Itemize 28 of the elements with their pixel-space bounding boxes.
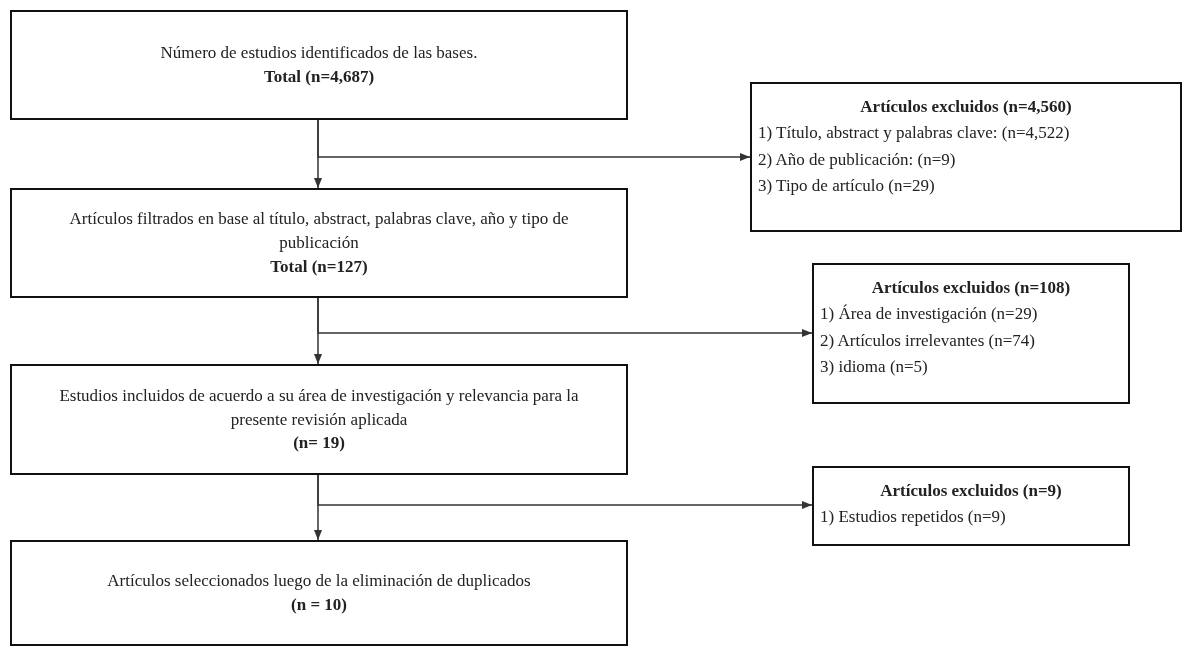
box-text: Artículos seleccionados luego de la eliminación de duplicados [107, 570, 531, 593]
exclusion-item: 3) Tipo de artículo (n=29) [758, 175, 936, 198]
exclusion-item: 1) Área de investigación (n=29) [820, 303, 1039, 326]
exclusion-box [812, 466, 1130, 546]
arrow [317, 297, 813, 338]
exclusion-item: 2) Año de publicación: (n=9) [758, 148, 957, 171]
exclusion-item: 2) Artículos irrelevantes (n=74) [820, 329, 1036, 352]
exclusion-heading: Artículos excluidos (n=9) [879, 480, 1063, 502]
count-label: Total (n=127) [270, 255, 368, 278]
exclusion-item: 1) Título, abstract y palabras clave: (n=4,522) [758, 122, 1071, 145]
arrow [317, 474, 813, 510]
count-label: (n = 10) [291, 594, 347, 616]
box-text: Estudios incluidos de acuerdo a su área de investigación y relevancia para la presente revisión aplicada [58, 384, 580, 431]
box-text: Número de estudios identificados de las bases. [160, 42, 478, 65]
process-box [10, 540, 628, 646]
count-label: Total (n=4,687) [263, 66, 375, 88]
exclusion-item: 3) idioma (n=5) [820, 356, 929, 379]
exclusion-heading: Artículos excluidos (n=4,560) [859, 96, 1073, 118]
exclusion-box [750, 82, 1182, 232]
process-box [10, 364, 628, 475]
count-label: (n= 19) [293, 432, 345, 455]
process-box [10, 10, 628, 120]
exclusion-item: 1) Estudios repetidos (n=9) [820, 506, 1007, 529]
exclusion-heading: Artículos excluidos (n=108) [870, 277, 1072, 299]
process-box [10, 188, 628, 298]
exclusion-box [812, 263, 1130, 404]
arrow [317, 119, 751, 162]
box-text: Artículos filtrados en base al título, abstract, palabras clave, año y tipo de publicación [68, 208, 570, 255]
